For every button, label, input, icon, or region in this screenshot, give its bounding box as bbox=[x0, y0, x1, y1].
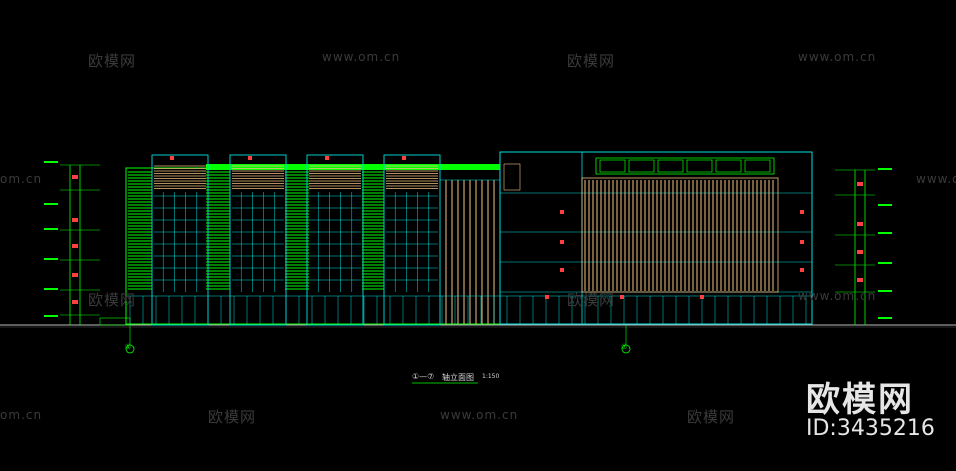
watermark-url: www.om.cn bbox=[440, 408, 519, 422]
watermark-url: www.om.cn bbox=[798, 50, 877, 64]
red-tag bbox=[620, 295, 624, 299]
right-fins bbox=[584, 180, 774, 291]
red-tag bbox=[560, 240, 564, 244]
drawing-title: 轴立面图 bbox=[442, 373, 474, 382]
watermark-url: www.om.cn bbox=[322, 50, 401, 64]
top-window bbox=[599, 159, 626, 173]
watermark-url: www.om.cn bbox=[798, 289, 877, 303]
tower-frame bbox=[383, 154, 441, 326]
red-tag bbox=[700, 295, 704, 299]
center-fins bbox=[440, 179, 500, 324]
watermark-url: www.om.cn bbox=[916, 172, 956, 186]
red-tag bbox=[800, 268, 804, 272]
red-tag bbox=[560, 268, 564, 272]
right-level-markers bbox=[835, 168, 892, 325]
axis-markers bbox=[125, 325, 631, 354]
watermark-url: om.cn bbox=[0, 172, 43, 186]
watermark-brand: 欧模网 bbox=[88, 291, 137, 309]
tower-tag bbox=[402, 156, 406, 160]
tower-frame bbox=[151, 154, 209, 326]
left-building-block bbox=[99, 154, 501, 326]
watermark-brand-large: 欧模网 bbox=[806, 380, 914, 420]
axis-label-left: ① bbox=[125, 343, 132, 351]
green-louvre-bands bbox=[128, 171, 384, 290]
top-window bbox=[715, 159, 742, 173]
watermark-url: om.cn bbox=[0, 408, 43, 422]
top-window-row bbox=[599, 159, 771, 173]
watermark-brand: 欧模网 bbox=[687, 408, 736, 426]
tower-tag bbox=[325, 156, 329, 160]
red-tag bbox=[545, 295, 549, 299]
ground-floor-mullions bbox=[126, 295, 812, 324]
tower-bays bbox=[151, 154, 441, 326]
tower-tag bbox=[170, 156, 174, 160]
red-tag bbox=[800, 210, 804, 214]
top-window bbox=[657, 159, 684, 173]
right-building-block bbox=[126, 151, 813, 325]
red-tag bbox=[560, 210, 564, 214]
tower-frame bbox=[306, 154, 364, 326]
red-tag bbox=[800, 240, 804, 244]
watermark-brand: 欧模网 bbox=[208, 408, 257, 426]
tower-tag bbox=[248, 156, 252, 160]
drawing-title-axes: ①—⑦ bbox=[412, 372, 435, 381]
red-annotation-marks bbox=[545, 210, 804, 299]
left-level-markers bbox=[44, 161, 100, 325]
axis-label-right: ⑦ bbox=[621, 343, 628, 351]
drawing-scale: 1:150 bbox=[482, 373, 500, 380]
watermark-brand: 欧模网 bbox=[88, 52, 137, 70]
tower-frame bbox=[229, 154, 287, 326]
watermark-id: ID:3435216 bbox=[806, 416, 935, 441]
top-window bbox=[744, 159, 771, 173]
top-window bbox=[686, 159, 713, 173]
watermark-brand: 欧模网 bbox=[567, 52, 616, 70]
watermark-brand: 欧模网 bbox=[567, 291, 616, 309]
top-window bbox=[628, 159, 655, 173]
